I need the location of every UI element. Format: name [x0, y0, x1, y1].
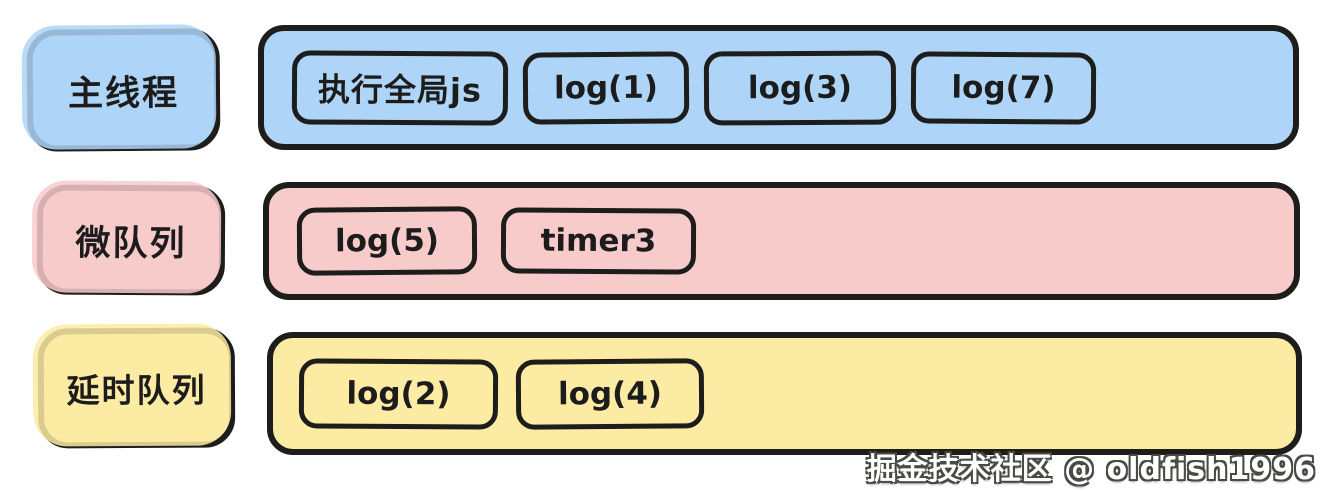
micro-queue-label: 微队列: [36, 184, 226, 296]
micro-queue-container: log(5) timer3: [263, 182, 1300, 300]
task-log5: log(5): [296, 206, 478, 276]
task-log7: log(7): [910, 50, 1097, 125]
task-log2: log(2): [298, 357, 499, 430]
task-log1: log(1): [522, 50, 690, 125]
main-thread-queue-container: 执行全局js log(1) log(3) log(7): [258, 25, 1299, 150]
task-log4: log(4): [515, 357, 705, 430]
task-log3: log(3): [703, 49, 897, 126]
watermark-text: 掘金技术社区 @ oldfish1996: [866, 452, 1316, 487]
task-run-global-js: 执行全局js: [291, 49, 509, 126]
delay-queue-label: 延时队列: [37, 327, 236, 449]
main-thread-label: 主线程: [26, 28, 221, 152]
delay-queue-container: log(2) log(4): [267, 332, 1302, 455]
task-timer3: timer3: [500, 207, 697, 275]
